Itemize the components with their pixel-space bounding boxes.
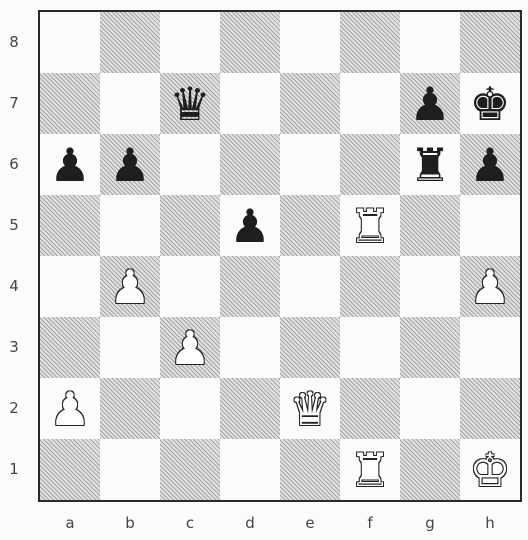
square-f1[interactable]: ♜ (340, 439, 400, 500)
square-b6[interactable]: ♟ (100, 134, 160, 195)
square-g4[interactable] (400, 256, 460, 317)
square-a2[interactable]: ♟ (40, 378, 100, 439)
square-b4[interactable]: ♟ (100, 256, 160, 317)
square-e3[interactable] (280, 317, 340, 378)
file-label-d: d (240, 514, 260, 532)
white-pawn-b4[interactable]: ♟ (109, 264, 150, 310)
black-pawn-a6[interactable]: ♟ (49, 142, 90, 188)
black-pawn-d5[interactable]: ♟ (229, 203, 270, 249)
square-d5[interactable]: ♟ (220, 195, 280, 256)
square-b1[interactable] (100, 439, 160, 500)
square-h4[interactable]: ♟ (460, 256, 520, 317)
square-g3[interactable] (400, 317, 460, 378)
white-pawn-a2[interactable]: ♟ (49, 386, 90, 432)
chess-board: ♛ ♟ ♚ ♟ ♟ ♜ ♟ ♟ ♜ ♟ ♟ ♟ ♟ ♛ ♜ ♚ (38, 10, 522, 502)
file-label-c: c (180, 514, 200, 532)
file-label-a: a (60, 514, 80, 532)
white-rook-f1[interactable]: ♜ (349, 447, 390, 493)
square-g1[interactable] (400, 439, 460, 500)
square-h5[interactable] (460, 195, 520, 256)
square-g5[interactable] (400, 195, 460, 256)
square-e1[interactable] (280, 439, 340, 500)
white-queen-e2[interactable]: ♛ (289, 386, 330, 432)
square-a6[interactable]: ♟ (40, 134, 100, 195)
square-f7[interactable] (340, 73, 400, 134)
square-e6[interactable] (280, 134, 340, 195)
square-b8[interactable] (100, 12, 160, 73)
square-d6[interactable] (220, 134, 280, 195)
square-e4[interactable] (280, 256, 340, 317)
file-label-e: e (300, 514, 320, 532)
square-d7[interactable] (220, 73, 280, 134)
black-pawn-g7[interactable]: ♟ (409, 81, 450, 127)
square-h3[interactable] (460, 317, 520, 378)
square-h1[interactable]: ♚ (460, 439, 520, 500)
black-pawn-h6[interactable]: ♟ (469, 142, 510, 188)
square-b3[interactable] (100, 317, 160, 378)
rank-label-2: 2 (6, 399, 22, 417)
square-b7[interactable] (100, 73, 160, 134)
square-b2[interactable] (100, 378, 160, 439)
file-label-h: h (480, 514, 500, 532)
black-rook-g6[interactable]: ♜ (409, 142, 450, 188)
file-label-f: f (360, 514, 380, 532)
square-f8[interactable] (340, 12, 400, 73)
square-d4[interactable] (220, 256, 280, 317)
square-d2[interactable] (220, 378, 280, 439)
square-d3[interactable] (220, 317, 280, 378)
square-h8[interactable] (460, 12, 520, 73)
square-a7[interactable] (40, 73, 100, 134)
square-c7[interactable]: ♛ (160, 73, 220, 134)
square-e2[interactable]: ♛ (280, 378, 340, 439)
rank-label-7: 7 (6, 94, 22, 112)
square-h6[interactable]: ♟ (460, 134, 520, 195)
rank-label-6: 6 (6, 155, 22, 173)
square-g7[interactable]: ♟ (400, 73, 460, 134)
black-king-h7[interactable]: ♚ (469, 81, 510, 127)
white-pawn-c3[interactable]: ♟ (169, 325, 210, 371)
square-f2[interactable] (340, 378, 400, 439)
square-a4[interactable] (40, 256, 100, 317)
white-rook-f5[interactable]: ♜ (349, 203, 390, 249)
square-c8[interactable] (160, 12, 220, 73)
square-a8[interactable] (40, 12, 100, 73)
square-c6[interactable] (160, 134, 220, 195)
square-a3[interactable] (40, 317, 100, 378)
square-c1[interactable] (160, 439, 220, 500)
square-g8[interactable] (400, 12, 460, 73)
square-d1[interactable] (220, 439, 280, 500)
square-d8[interactable] (220, 12, 280, 73)
square-e5[interactable] (280, 195, 340, 256)
square-h7[interactable]: ♚ (460, 73, 520, 134)
file-label-b: b (120, 514, 140, 532)
square-a1[interactable] (40, 439, 100, 500)
square-c3[interactable]: ♟ (160, 317, 220, 378)
square-c4[interactable] (160, 256, 220, 317)
square-h2[interactable] (460, 378, 520, 439)
square-a5[interactable] (40, 195, 100, 256)
square-f3[interactable] (340, 317, 400, 378)
white-pawn-h4[interactable]: ♟ (469, 264, 510, 310)
file-label-g: g (420, 514, 440, 532)
rank-label-8: 8 (6, 33, 22, 51)
rank-label-3: 3 (6, 338, 22, 356)
square-f5[interactable]: ♜ (340, 195, 400, 256)
white-king-h1[interactable]: ♚ (469, 447, 510, 493)
rank-label-4: 4 (6, 277, 22, 295)
black-queen-c7[interactable]: ♛ (169, 81, 210, 127)
square-f4[interactable] (340, 256, 400, 317)
rank-label-1: 1 (6, 460, 22, 478)
square-e7[interactable] (280, 73, 340, 134)
square-e8[interactable] (280, 12, 340, 73)
square-c2[interactable] (160, 378, 220, 439)
square-g6[interactable]: ♜ (400, 134, 460, 195)
square-b5[interactable] (100, 195, 160, 256)
square-c5[interactable] (160, 195, 220, 256)
black-pawn-b6[interactable]: ♟ (109, 142, 150, 188)
square-g2[interactable] (400, 378, 460, 439)
rank-label-5: 5 (6, 216, 22, 234)
square-f6[interactable] (340, 134, 400, 195)
